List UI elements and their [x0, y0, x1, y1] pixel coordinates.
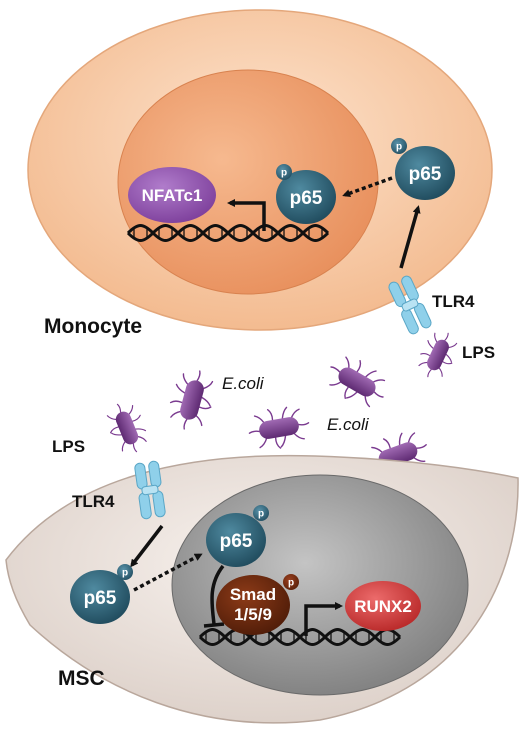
monocyte-label: Monocyte: [44, 315, 142, 338]
inhibition-bar: [203, 622, 225, 628]
arrow-icon: [399, 205, 421, 269]
runx2-label: RUNX2: [354, 597, 412, 616]
lps-label-msc: LPS: [52, 437, 85, 456]
phospho-label: p: [288, 578, 294, 589]
p65-label: p65: [84, 588, 117, 609]
smad-label-line2: 1/5/9: [234, 605, 272, 624]
inhibition-icon: [210, 564, 225, 625]
msc-label: MSC: [58, 667, 105, 690]
p65-nuclear-monocyte: p65 p: [276, 164, 336, 224]
phospho-label: p: [258, 509, 264, 520]
lps-bacterium-monocyte: [412, 325, 464, 385]
ecoli-bacterium: [245, 402, 313, 454]
ecoli-label: E.coli: [327, 415, 370, 434]
dashed-arrow-icon: [133, 553, 203, 592]
arrow-icon: [130, 524, 164, 568]
lps-bacterium-msc: [101, 397, 153, 459]
p65-cytoplasmic-msc: p65 p: [70, 564, 133, 624]
dashed-arrow-icon: [342, 176, 393, 198]
nfatc1-protein: NFATc1: [128, 167, 216, 223]
tlr4-label-msc: TLR4: [72, 492, 115, 511]
promoter-arrow-icon: [227, 199, 266, 231]
p65-label: p65: [220, 531, 253, 552]
p65-label: p65: [290, 188, 323, 209]
ecoli-bacterium: [320, 348, 394, 416]
lps-label-monocyte: LPS: [462, 343, 495, 362]
msc-nucleus: [171, 474, 469, 696]
runx2-protein: RUNX2: [345, 581, 421, 631]
ecoli-label: E.coli: [222, 374, 265, 393]
promoter-arrow-icon: [304, 602, 343, 636]
p65-nuclear-msc: p65 p: [206, 505, 269, 567]
tlr4-label-monocyte: TLR4: [432, 292, 475, 311]
phospho-label: p: [122, 568, 128, 579]
smad-protein: Smad 1/5/9 p: [216, 574, 299, 635]
phospho-label: p: [396, 142, 402, 153]
phospho-label: p: [281, 168, 287, 179]
nfatc1-label: NFATc1: [142, 186, 203, 205]
p65-label: p65: [409, 164, 442, 185]
smad-label-line1: Smad: [230, 585, 276, 604]
p65-cytoplasmic-monocyte: p65 p: [391, 138, 455, 200]
ecoli-bacterium: [164, 365, 220, 435]
tlr4-receptor-monocyte: [386, 274, 434, 336]
